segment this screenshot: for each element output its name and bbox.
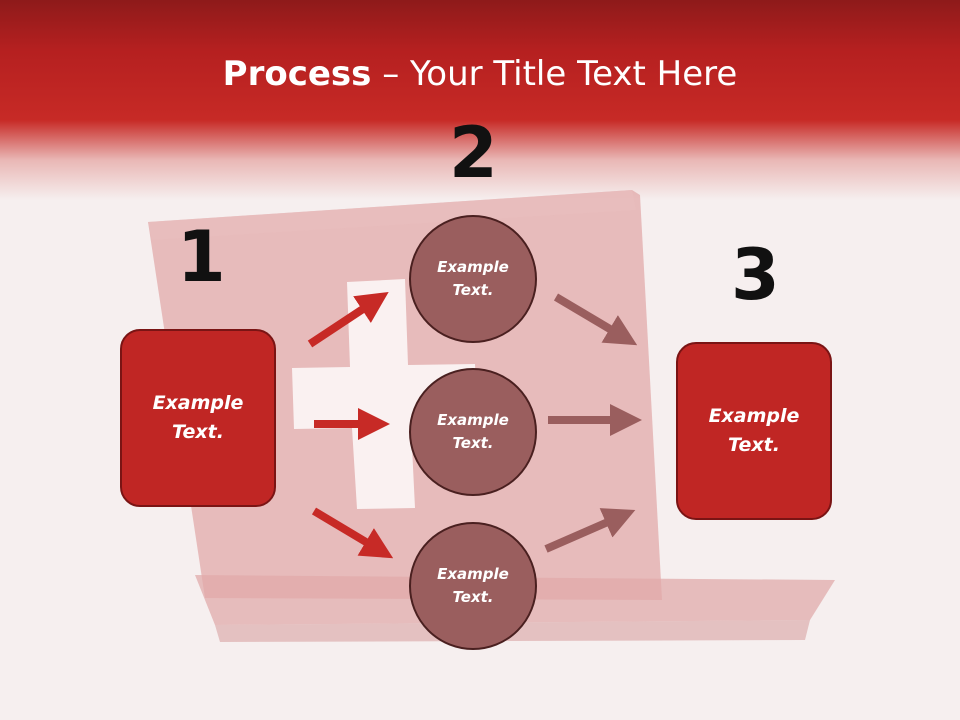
header-band	[0, 0, 960, 200]
process-circle-middle[interactable]: Example Text.	[409, 368, 537, 496]
step-number-2: 2	[449, 112, 498, 194]
left-process-box[interactable]: Example Text.	[120, 329, 276, 507]
circle-top-text: Example Text.	[437, 258, 509, 299]
slide-title: Process – Your Title Text Here	[0, 52, 960, 96]
left-box-text: Example Text.	[152, 392, 244, 443]
title-bold: Process	[222, 54, 372, 94]
process-circle-top[interactable]: Example Text.	[409, 215, 537, 343]
right-box-text: Example Text.	[708, 405, 800, 456]
title-separator: –	[371, 54, 411, 94]
step-number-3: 3	[731, 234, 780, 316]
process-circle-bottom[interactable]: Example Text.	[409, 522, 537, 650]
step-number-1: 1	[177, 216, 226, 298]
circle-middle-text: Example Text.	[437, 411, 509, 452]
circle-bottom-text: Example Text.	[437, 565, 509, 606]
title-text: Your Title Text Here	[410, 54, 738, 94]
right-process-box[interactable]: Example Text.	[676, 342, 832, 520]
